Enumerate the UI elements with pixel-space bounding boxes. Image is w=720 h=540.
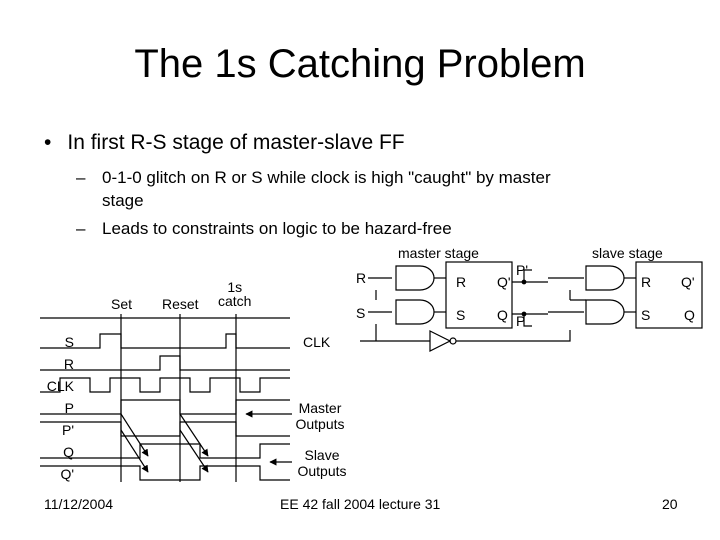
sub-bullet-1-cont: stage — [102, 191, 144, 210]
slave-outputs-label: Slave Outputs — [297, 447, 347, 479]
sub-bullet-1-line1: 0-1-0 glitch on R or S while clock is hi… — [102, 168, 551, 187]
wave-p-prime — [40, 421, 290, 437]
master-stage-label: master stage — [398, 245, 479, 261]
master-feedback-bottom — [523, 314, 532, 327]
footer-page-number: 20 — [662, 496, 678, 512]
master-rs-latch — [445, 261, 513, 329]
slave-r: R — [641, 274, 652, 290]
signal-label-q-prime: Q' — [60, 466, 74, 482]
slave-q: Q — [684, 307, 695, 323]
bullet-text: In first R-S stage of master-slave FF — [67, 131, 405, 154]
slave-clk-link — [569, 290, 586, 301]
arrow-set-master-to-slave-2 — [120, 429, 149, 473]
slave-gate-top — [585, 265, 625, 291]
master-out-s: S — [456, 307, 466, 323]
master-in-r: R — [356, 270, 367, 286]
reset-label: Reset — [162, 296, 199, 312]
master-in-s: S — [356, 305, 366, 321]
wave-r — [40, 355, 290, 371]
slide-title: The 1s Catching Problem — [134, 42, 586, 86]
footer-course: EE 42 fall 2004 lecture 31 — [280, 496, 441, 512]
p-prime-label: P' — [516, 262, 529, 278]
dash: – — [76, 168, 86, 187]
master-gate-top — [395, 265, 435, 291]
catch-label: 1s catch — [218, 279, 252, 309]
wave-clk — [40, 377, 290, 393]
signal-label-p: P — [64, 400, 74, 416]
sub-bullet-2: –Leads to constraints on logic to be haz… — [76, 219, 452, 239]
footer-date: 11/12/2004 — [44, 496, 114, 512]
slave-gate-bottom — [585, 299, 625, 325]
signal-label-s: S — [64, 334, 74, 350]
slave-q-prime: Q' — [681, 274, 695, 290]
clk-inverter-out — [456, 330, 571, 342]
wave-p — [40, 399, 290, 415]
master-feedback-top — [523, 269, 532, 282]
master-q: Q — [497, 307, 508, 323]
wave-q — [40, 443, 290, 459]
master-out-r: R — [456, 274, 467, 290]
master-gate-bottom — [395, 299, 435, 325]
signal-label-p-prime: P' — [61, 422, 74, 438]
signal-label-q: Q — [63, 444, 74, 460]
slave-rs-latch — [635, 261, 703, 329]
master-q-prime: Q' — [497, 274, 511, 290]
wave-q-prime — [40, 465, 290, 481]
master-outputs-label: Master Outputs — [295, 400, 345, 432]
arrow-reset-master-to-slave-2 — [179, 429, 209, 473]
slave-s: S — [641, 307, 651, 323]
dash: – — [76, 219, 86, 238]
sub-bullet-1: –0-1-0 glitch on R or S while clock is h… — [76, 168, 551, 188]
bullet-main: • In first R-S stage of master-slave FF — [44, 131, 405, 155]
slave-stage-label: slave stage — [592, 245, 663, 261]
wave-s — [40, 333, 290, 349]
arrow-reset-master-to-slave — [179, 413, 209, 457]
clk-label: CLK — [303, 334, 331, 350]
bullet-dot: • — [44, 131, 52, 154]
signal-label-r: R — [63, 356, 74, 372]
sub-bullet-2-line1: Leads to constraints on logic to be haza… — [102, 219, 452, 238]
p-label: P — [516, 313, 526, 329]
arrow-set-master-to-slave — [120, 413, 149, 457]
clk-inverter — [429, 330, 452, 352]
set-label: Set — [111, 296, 133, 312]
